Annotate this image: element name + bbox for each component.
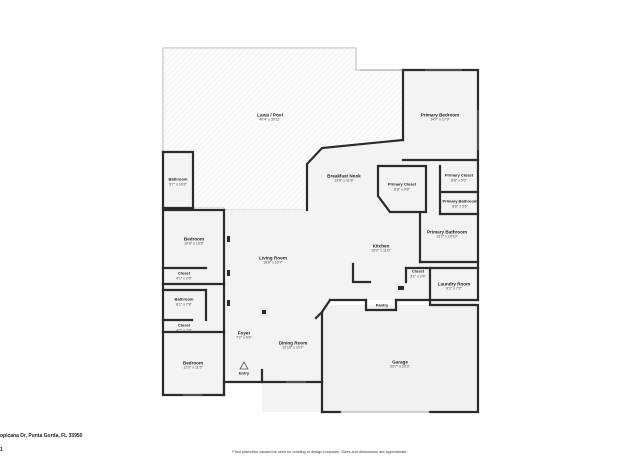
disclaimer-text: Floor plans/two caused be used for build… [232, 450, 408, 454]
page-number: 1 [0, 447, 3, 453]
openings [183, 69, 479, 413]
entry-marker-icon [239, 361, 249, 370]
room-label-pantry: Pantry [375, 302, 389, 308]
house-floor [163, 70, 478, 412]
walls [161, 68, 480, 414]
wall-posts [227, 236, 404, 314]
garage-floor [322, 305, 478, 412]
room-label-entry: Entry [238, 370, 250, 376]
property-address: opicana Dr, Punta Gorda, FL 33950 [0, 433, 83, 439]
